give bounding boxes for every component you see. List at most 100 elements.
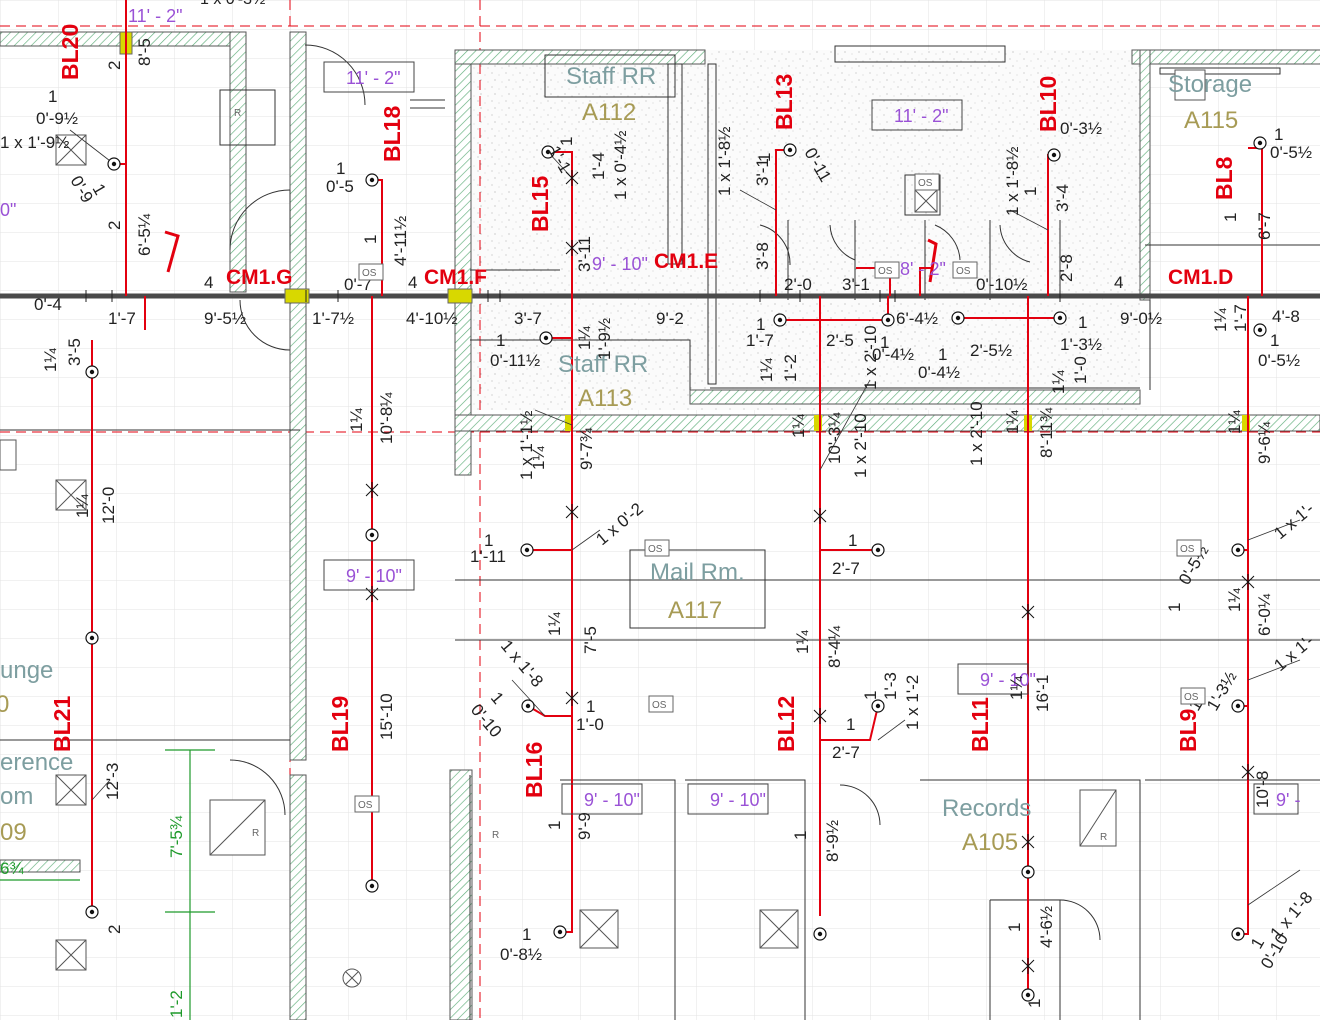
return-label-0: R <box>234 108 241 119</box>
dimension-d109: 1 <box>861 691 880 700</box>
restroom-floor-a113 <box>470 300 700 410</box>
dimension-d123: 1 <box>522 925 531 944</box>
ceiling-tag-c4: 11' - 2" <box>894 106 949 126</box>
ceiling-tag-box-c8 <box>687 783 769 815</box>
dimension-d105: 1 <box>586 697 595 716</box>
dimension-d93: 1 <box>848 531 857 550</box>
dimension-d24: 1'-4 <box>589 152 608 180</box>
dimension-d70: 4'-8 <box>1272 307 1300 326</box>
dimension-d75: 1¼ <box>73 494 92 518</box>
dimension-d129: 10'-8 <box>1253 771 1272 808</box>
dimension-d125: 1 <box>791 831 810 840</box>
dimension-d55: 3'-4 <box>1053 184 1072 212</box>
ceiling-tag-box-c7 <box>561 783 643 815</box>
return-label-1: R <box>252 828 259 839</box>
room-name-conference-line2: om <box>0 783 33 810</box>
main-label-cm1d: CM1.D <box>1168 266 1233 289</box>
dimension-d21: 4'-10½ <box>406 309 457 328</box>
dimension-d72: 0'-5½ <box>1258 351 1300 370</box>
green-dimension-g2: 6¾ <box>0 859 24 878</box>
dimension-d60: 1 <box>1078 313 1087 332</box>
dimension-d49: 1¼ <box>757 358 776 382</box>
dimension-d28: 3'-11 <box>575 236 594 272</box>
ceiling-tag-c1: 11' - 2" <box>128 6 183 26</box>
dimension-d86: 1¼ <box>1003 410 1022 434</box>
occupancy-sensor-box-3 <box>952 261 978 279</box>
dimension-d68: 1¼ <box>1211 308 1230 332</box>
ceiling-tag-box-c9 <box>957 663 1029 695</box>
dimension-d89: 9'-6¼ <box>1255 421 1274 464</box>
dimension-d1: 2 <box>105 61 124 70</box>
return-label-3: R <box>492 830 499 841</box>
dimension-d25: 1 x 0'-4½ <box>611 131 630 200</box>
dimension-d18: 1'-7 <box>108 309 136 328</box>
ceiling-tags: 11' - 2"11' - 2"9' - 10"11' - 2"9' - 10"… <box>0 6 1300 815</box>
room-number-conference: 09 <box>0 819 27 846</box>
branch-label-bl15: BL15 <box>527 176 553 232</box>
dimension-d83: 10'-3¼ <box>825 412 844 464</box>
dimension-d56: 2'-8 <box>1057 254 1076 282</box>
branch-label-bl8: BL8 <box>1211 156 1237 200</box>
dimension-d98: 1¼ <box>1225 588 1244 612</box>
dimension-d133: 2 <box>105 925 124 934</box>
dimension-d67: 1 <box>1221 213 1240 222</box>
dimension-d54: 0'-3½ <box>1060 119 1102 138</box>
occupancy-sensor-label-1: OS <box>918 178 933 189</box>
dimension-d74: 3'-5 <box>65 338 84 366</box>
occupancy-sensor-label-5: OS <box>652 700 667 711</box>
dimension-d103: 1¼ <box>545 612 564 636</box>
dimension-d17: 0'-4 <box>34 295 62 314</box>
dimension-d78: 10'-8¼ <box>377 392 396 444</box>
dimension-d46: 1 <box>938 345 947 364</box>
dimension-d10: 1 <box>336 159 345 178</box>
dimension-d37: 3'-8 <box>753 242 772 270</box>
ceiling-tag-c12: 0" <box>0 200 16 220</box>
room-name-records-a105: Records <box>942 795 1031 822</box>
occupancy-sensor-box-7 <box>1176 539 1202 557</box>
branch-label-bl20: BL20 <box>57 24 83 80</box>
dimension-d65: 0'-5½ <box>1270 143 1312 162</box>
dimension-d90: 1 <box>484 531 493 550</box>
room-name-lounge: unge <box>0 657 53 684</box>
dimension-d8: 6'-5¼ <box>135 213 154 256</box>
dimension-d77: 1¼ <box>347 408 366 432</box>
dimension-d16: 4 <box>408 273 417 292</box>
dimension-d114: 1¼ <box>1007 676 1026 700</box>
room-number-lounge: 0 <box>0 691 9 718</box>
main-label-cm1g: CM1.G <box>226 266 293 289</box>
dimension-d5: 1 x 1'-9½ <box>0 133 69 152</box>
ceiling-tag-c3: 9' - 10" <box>346 566 402 586</box>
main-label-cm1e: CM1.E <box>654 250 718 273</box>
dimension-d41: 1'-7 <box>746 331 774 350</box>
dimension-d111: 1 x 1'-2 <box>903 675 922 730</box>
dimension-d9: 2 <box>105 221 124 230</box>
ceiling-tag-box-c4 <box>871 99 963 131</box>
room-name-staff-rr-a112: Staff RR <box>566 63 656 90</box>
dimension-d50: 1'-2 <box>781 354 800 382</box>
dimension-d33: 1 x 1'-8½ <box>715 127 734 196</box>
dimension-d134: 1 <box>1165 603 1184 612</box>
dimension-d127: 1 <box>1005 923 1024 932</box>
dimension-d91: 1'-11 <box>470 547 506 566</box>
dimension-d119: 12'-3 <box>103 763 122 800</box>
dimension-d59: 9'-0½ <box>1120 309 1162 328</box>
room-name-mail-rm-a117: Mail Rm. <box>650 559 745 586</box>
ceiling-tag-box-c11 <box>1253 783 1299 815</box>
ceiling-tag-c6: 8' - 2" <box>900 259 946 279</box>
branch-label-bl16: BL16 <box>521 742 547 798</box>
dimension-d82: 1¼ <box>789 414 808 438</box>
occupancy-sensor-box-2 <box>874 261 900 279</box>
leader-lines <box>69 129 1301 906</box>
door-swings <box>229 44 1101 941</box>
main-pipe <box>0 31 1320 431</box>
dimension-d61: 1'-3½ <box>1060 335 1102 354</box>
main-label-cm1f: CM1.F <box>424 266 487 289</box>
branch-label-bl10: BL10 <box>1035 76 1061 132</box>
hanger-marks <box>365 170 1255 974</box>
branch-label-bl21: BL21 <box>49 696 75 752</box>
dimension-d76: 12'-0 <box>99 487 118 524</box>
dimension-d52: 1 x 1'-8½ <box>1003 147 1022 216</box>
